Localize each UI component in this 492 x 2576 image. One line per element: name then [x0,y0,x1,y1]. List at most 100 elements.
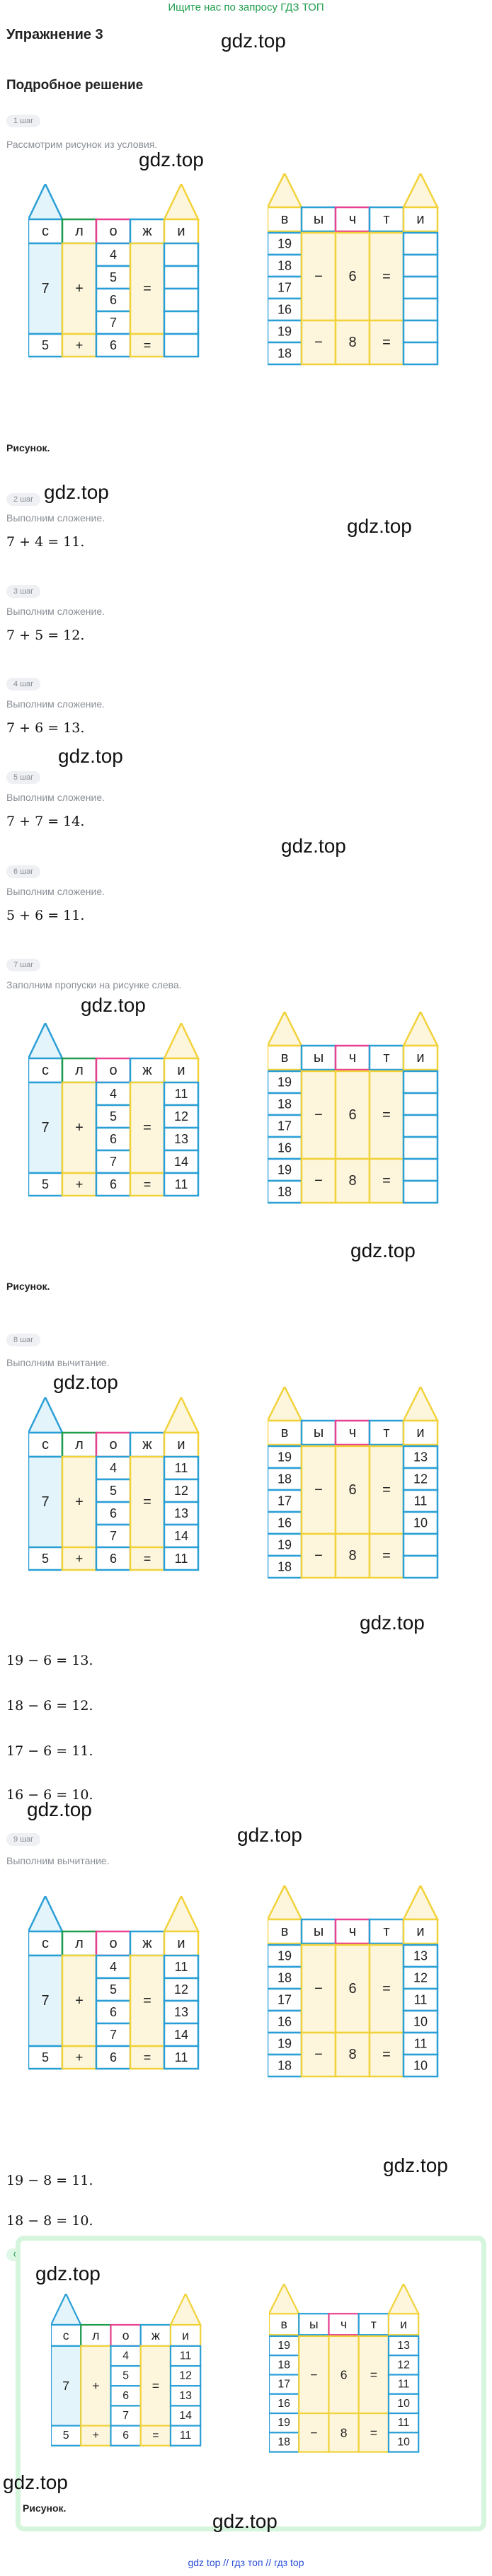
number: 18 [278,1472,292,1486]
operator: = [382,1173,391,1189]
minus-cell [300,1532,337,1579]
letter: в [281,212,289,227]
math-line: 7 + 4 = 11. [6,534,85,550]
operator: = [370,2425,377,2439]
watermark: gdz.top [81,994,146,1016]
result-cell [402,1532,439,1557]
letter: л [75,1063,84,1078]
eq-cell [368,1445,405,1535]
letter: с [42,1063,49,1078]
roof [27,1894,64,1933]
number: 18 [278,2059,292,2073]
bottom-cell [163,2045,200,2070]
math-line: 18 − 6 = 12. [6,1698,93,1714]
watermark: gdz.top [58,745,123,767]
letter-box [334,206,371,233]
letter-box [27,1431,64,1458]
sub-cell [334,2031,371,2078]
result-cell [402,1092,439,1116]
letter: и [416,1924,424,1939]
number: 7 [110,1155,117,1169]
roof [265,1010,304,1047]
letter: ч [341,2317,347,2331]
result: 10 [397,2398,410,2410]
operator: − [314,335,323,350]
bottom-text: 11 [175,1552,188,1566]
step-badge: 4 шаг [6,678,41,691]
letter-box [95,1431,132,1458]
result-cell [402,1157,439,1182]
result: 14 [174,1529,188,1543]
letter-box [334,1044,371,1071]
letter-box [402,206,439,233]
bottom-text: 5 [42,2050,49,2064]
minuend-cell [266,2031,303,2056]
roof [27,1021,64,1060]
minus-cell [300,2031,337,2078]
footer-links[interactable]: gdz top // гдз топ // гдз top [188,2557,304,2568]
minus-cell [300,319,337,366]
number: 16 [278,1141,292,1155]
operator: = [382,335,391,350]
number: 5 [110,1982,117,1997]
roof [163,182,200,221]
minuend-cell [266,341,303,366]
bottom-text: 5 [42,338,49,352]
top-banner[interactable]: Ищите нас по запросу ГДЗ ТОП [168,1,324,13]
bottom-cell [61,1172,98,1197]
figure-caption: Рисунок. [23,2502,67,2514]
exercise-title: Упражнение 3 [6,27,103,42]
number: 17 [278,1119,292,1133]
minuend-cell [266,1092,303,1116]
result: 12 [174,1982,188,1997]
number: 6 [110,2005,117,2019]
number: 16 [278,303,292,317]
operator: = [382,1482,391,1498]
roof [169,2292,202,2326]
result-cell [387,2335,420,2357]
letter: ч [349,212,356,227]
letter-box [368,206,405,233]
bottom-text: = [144,1552,151,1566]
number: 7 [122,2410,129,2422]
result-cell [163,287,200,313]
letter-box [95,1057,132,1084]
minus-cell [300,1070,337,1160]
minus-cell [300,1157,337,1204]
plus-cell [61,1455,98,1549]
letter: ч [349,1924,356,1939]
letter-box [328,2313,360,2336]
operator: = [382,1548,391,1564]
letter: т [371,2317,377,2331]
operator: = [152,2379,159,2393]
letter: и [177,1936,185,1951]
roof [265,171,304,209]
minus-cell [298,2412,330,2453]
number: 4 [122,2350,129,2362]
watermark: gdz.top [35,2263,101,2285]
result-cell [402,319,439,344]
minuend-cell [266,1157,303,1182]
letter: о [109,1437,117,1452]
number: 17 [278,2379,290,2391]
result: 13 [174,2005,188,2019]
minuend-cell [268,2355,300,2376]
minus-cell [300,1445,337,1535]
operator: = [382,1981,391,1997]
eq-cell [357,2412,390,2453]
number: 6 [110,1132,117,1146]
solution-heading: Подробное решение [6,78,144,93]
result-cell [387,2432,420,2453]
letter: в [280,2317,287,2331]
operator: − [314,1107,323,1123]
step-badge: 2 шаг [6,493,41,506]
letter: и [177,1437,185,1452]
letter-box [334,1918,371,1945]
roof [401,1883,440,1921]
letter: и [177,1063,185,1078]
bottom-text: = [144,338,151,352]
